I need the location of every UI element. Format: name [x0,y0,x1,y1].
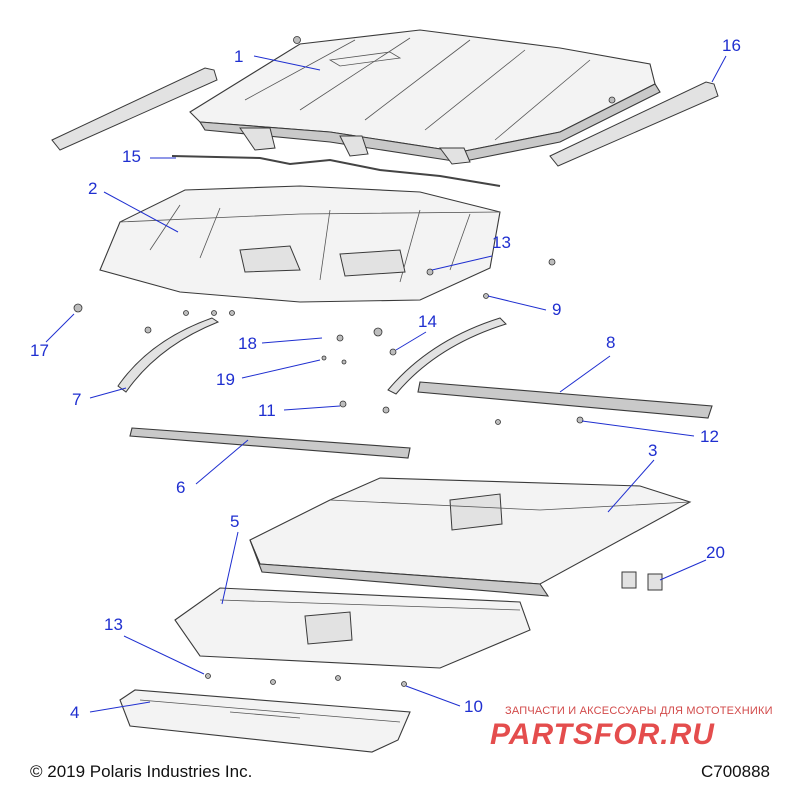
roof-seal [171,155,501,187]
callout-7: 7 [72,390,81,409]
callout-18: 18 [238,334,257,353]
callout-5: 5 [230,512,239,531]
callout-2: 2 [88,179,97,198]
callout-9: 9 [552,300,561,319]
left-trim [117,317,220,393]
watermark-tagline: ЗАПЧАСТИ И АКСЕССУАРЫ ДЛЯ МОТОТЕХНИКИ [505,705,773,717]
leader-lines [45,55,727,713]
callout-4: 4 [70,703,79,722]
callout-3: 3 [648,441,657,460]
roof-liner [99,185,501,303]
callout-1: 1 [234,47,243,66]
callout-10: 10 [464,697,483,716]
clips [621,571,663,591]
callout-17: 17 [30,341,49,360]
callout-15: 15 [122,147,141,166]
callout-11: 11 [258,401,276,420]
front-strip [129,427,411,459]
roof-panel [189,29,661,165]
front-panel [119,689,411,753]
callout-19: 19 [216,370,235,389]
fasteners [73,258,584,687]
callout-20: 20 [706,543,725,562]
callout-16: 16 [722,36,741,55]
callout-8: 8 [606,333,615,352]
callout-labels: 1 2 3 4 5 6 7 8 9 10 11 12 13 13 14 15 1… [30,36,741,722]
right-trim [387,317,507,395]
callout-6: 6 [176,478,185,497]
callout-14: 14 [418,312,437,331]
callout-13a: 13 [492,233,511,252]
callout-13b: 13 [104,615,123,634]
inner-liner [174,587,531,669]
ceiling-tray [249,477,692,597]
watermark-logo: PARTSFOR.RU [490,718,715,751]
roof-side-rails [51,67,719,167]
copyright-text: © 2019 Polaris Industries Inc. [30,762,253,781]
rear-bar [417,381,713,419]
callout-12: 12 [700,427,719,446]
drawing-number: C700888 [700,762,770,781]
